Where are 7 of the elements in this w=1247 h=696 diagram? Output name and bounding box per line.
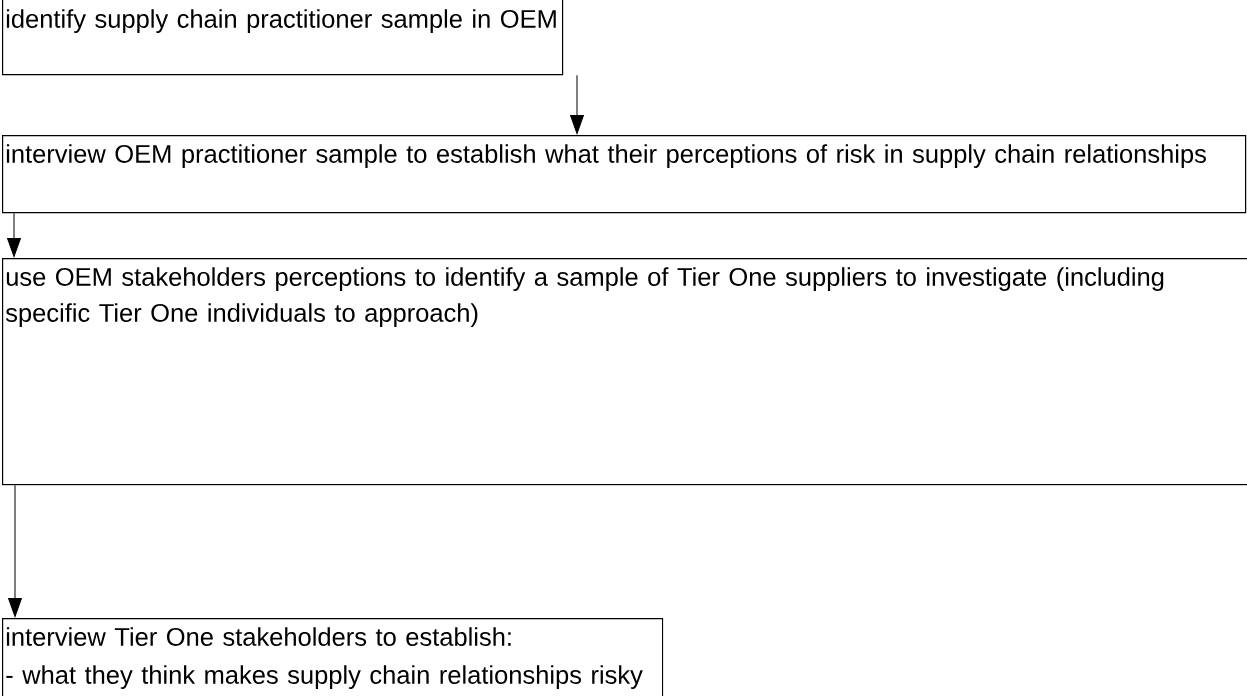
arrow	[8, 484, 22, 617]
process-box: interview OEM practitioner sample to establish what their perceptions of risk in supply chain relationships	[2, 135, 1247, 214]
process-box: use OEM stakeholders perceptions to identify a sample of Tier One suppliers to investigate (including specific Tier One individuals to approach)	[2, 258, 1247, 486]
arrow	[570, 74, 584, 134]
arrow	[7, 212, 21, 257]
process-box: identify supply chain practitioner sample in OEM	[2, 0, 564, 76]
process-box: interview Tier One stakeholders to establish: - what they think makes supply chain relationships risky	[2, 618, 664, 696]
